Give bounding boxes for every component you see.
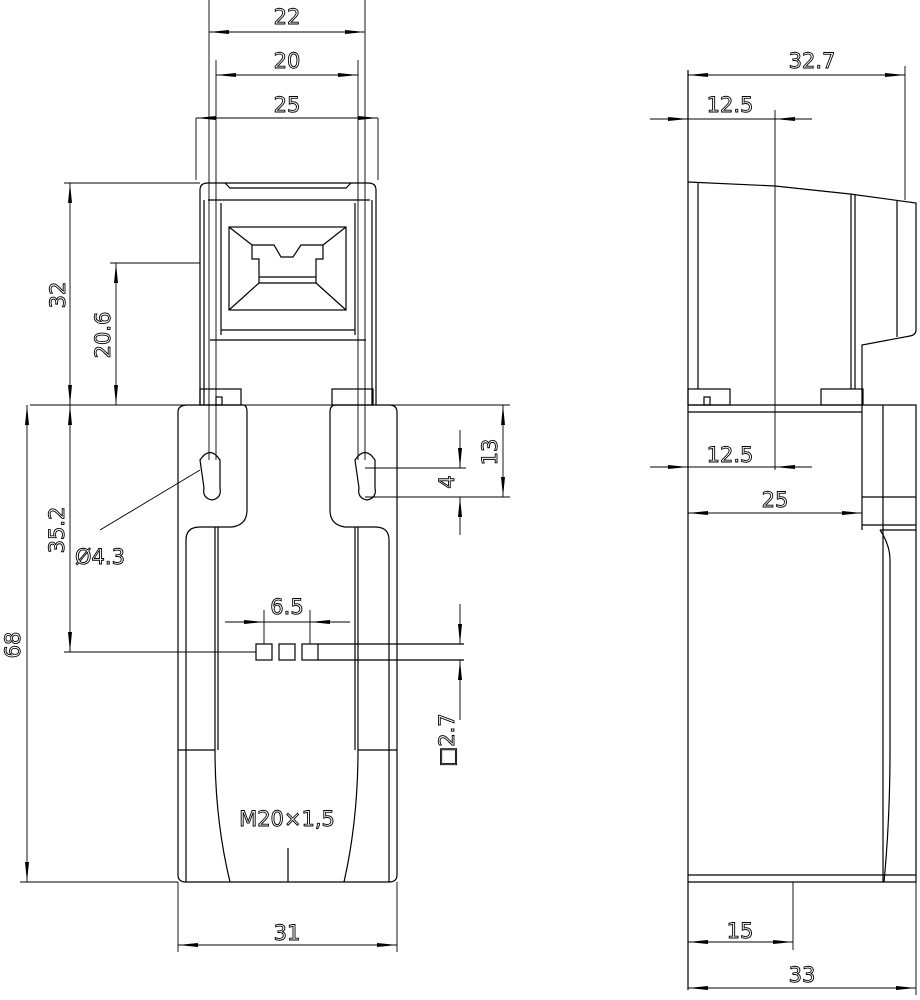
dim-6-5: 6.5 (270, 595, 303, 619)
front-dimensions (20, 0, 510, 952)
actuator-head (199, 182, 377, 406)
dim-12-5-top: 12.5 (707, 93, 754, 117)
dim-4: 4 (435, 475, 459, 488)
dim-32: 32 (46, 282, 70, 309)
dim-13: 13 (478, 439, 502, 466)
switch-body (177, 404, 464, 883)
dim-20: 20 (274, 49, 301, 73)
side-dimensions (650, 66, 917, 995)
dim-33: 33 (789, 963, 816, 987)
side-view: 32.7 12.5 12.5 25 15 33 (650, 49, 917, 995)
side-body (687, 70, 917, 990)
dim-31: 31 (274, 921, 301, 945)
dim-hole-diameter: Ø4.3 (75, 545, 125, 569)
dim-15: 15 (727, 919, 754, 943)
dim-22: 22 (274, 5, 301, 29)
thread-label: M20×1,5 (239, 807, 335, 831)
dim-68: 68 (1, 632, 25, 659)
dim-square-2-7: □2.7 (435, 713, 459, 766)
dim-20-6: 20.6 (91, 312, 115, 359)
dim-25-side: 25 (762, 488, 789, 512)
dim-32-7: 32.7 (789, 49, 836, 73)
dim-12-5-mid: 12.5 (707, 443, 754, 467)
dim-35-2: 35.2 (45, 507, 69, 554)
dim-25: 25 (274, 93, 301, 117)
front-view: 22 20 25 32 20.6 13 4 35.2 Ø4.3 6.5 68 □… (1, 0, 510, 952)
